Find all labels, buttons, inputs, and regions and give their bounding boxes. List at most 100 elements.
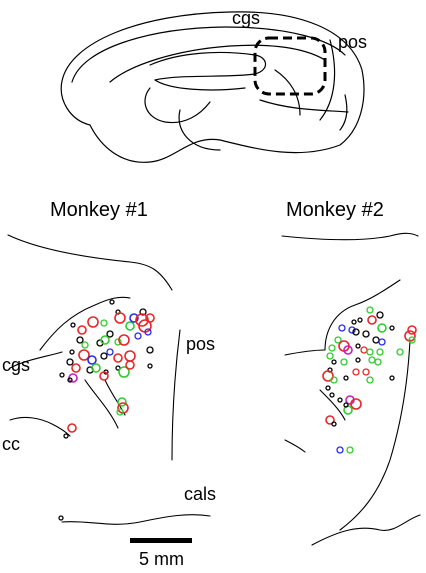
- m1-site-black: [106, 330, 114, 338]
- m2-site-green: [334, 336, 342, 344]
- m2-site-black: [389, 325, 395, 331]
- m2-site-green: [328, 344, 336, 352]
- m2-site-blue: [348, 326, 356, 334]
- m1-site-blue: [87, 355, 97, 365]
- m1-site-red: [113, 353, 123, 363]
- m1-site-red: [99, 371, 109, 381]
- m2-site-black: [329, 392, 335, 398]
- m1-site-red: [78, 349, 90, 361]
- m1-site-green: [91, 363, 101, 373]
- m1-site-black: [76, 336, 84, 344]
- m2-lower-fold: [284, 439, 306, 453]
- m1-site-red: [145, 313, 155, 323]
- brain-inner-contour: [71, 26, 346, 83]
- m2-site-red: [350, 398, 362, 410]
- m2-site-blue: [336, 446, 344, 454]
- m1-site-green: [81, 341, 89, 349]
- m2-site-black: [355, 357, 361, 363]
- m2-site-red: [367, 315, 377, 325]
- m2-site-red: [360, 346, 368, 354]
- m2-site-black: [372, 336, 380, 344]
- panel-title-monkey2: Monkey #2: [286, 199, 384, 221]
- panel-title-monkey1: Monkey #1: [50, 199, 148, 221]
- m2-right-contour: [324, 279, 401, 351]
- brain-diagram: cgs pos: [60, 8, 367, 163]
- m2-site-red: [325, 415, 335, 425]
- m2-site-black: [389, 375, 395, 381]
- m2-bottom-contour: [311, 514, 421, 546]
- m2-site-green: [377, 323, 387, 333]
- m2-site-blue: [378, 338, 386, 346]
- m2-site-black: [343, 402, 349, 408]
- m2-site-green: [376, 348, 384, 356]
- m1-site-red: [125, 360, 135, 370]
- m1-top-contour: [7, 234, 173, 291]
- scale-bar: [130, 538, 192, 543]
- m1-site-black: [59, 372, 65, 378]
- m2-site-green: [368, 356, 376, 364]
- m1-site-green: [100, 335, 110, 345]
- m1-site-blue: [106, 348, 114, 356]
- m1-site-black: [146, 346, 154, 354]
- m2-site-red: [352, 368, 360, 376]
- m2-site-red: [362, 368, 370, 376]
- brain-thalamus-contour: [144, 87, 211, 124]
- m2-site-green: [326, 352, 334, 360]
- m2-site-red: [404, 330, 416, 342]
- m1-label-cgs: cgs: [2, 355, 30, 375]
- m1-site-green: [116, 408, 124, 416]
- brain-parietal-edge: [319, 39, 336, 121]
- m2-site-green: [374, 358, 382, 366]
- m2-site-green: [340, 358, 348, 366]
- m1-pos-sulcus: [171, 329, 181, 461]
- brain-callosum-lower: [154, 79, 246, 91]
- recording-sites-monkey1: [58, 299, 155, 521]
- m1-site-black: [139, 308, 147, 316]
- m1-site-green: [114, 338, 122, 346]
- m1-site-black: [58, 515, 64, 521]
- m1-site-black: [69, 349, 75, 355]
- m1-site-green: [125, 321, 135, 331]
- recording-region-box: [253, 36, 327, 96]
- m1-site-red: [118, 334, 130, 346]
- m1-site-green: [118, 366, 130, 378]
- m1-inner-fold-1: [84, 379, 119, 429]
- m1-site-red: [77, 325, 87, 335]
- m1-site-black: [63, 433, 69, 439]
- brain-callosum-contour: [149, 51, 267, 81]
- section-monkey1: [7, 234, 211, 525]
- brain-cingulate-contour: [109, 44, 326, 83]
- m2-site-blue: [338, 324, 346, 332]
- m1-cc-contour: [9, 416, 71, 437]
- m1-site-black: [109, 299, 115, 305]
- m2-site-black: [352, 328, 360, 336]
- m1-label-cc: cc: [2, 434, 20, 454]
- m1-cals-contour: [61, 514, 211, 525]
- m2-site-magenta: [343, 345, 353, 355]
- m2-top-contour: [281, 232, 419, 241]
- section-monkey2: [281, 232, 421, 546]
- m2-site-black: [343, 375, 349, 381]
- m2-site-green: [346, 446, 354, 454]
- m1-site-red: [67, 423, 77, 433]
- m2-site-black: [325, 385, 331, 391]
- m1-site-blue: [134, 332, 142, 340]
- m2-inner-fold: [319, 389, 346, 421]
- m2-site-red: [322, 370, 334, 382]
- m2-site-black: [357, 317, 363, 323]
- m2-site-black: [351, 319, 357, 325]
- m2-site-black: [376, 311, 384, 319]
- m1-site-black: [147, 363, 153, 369]
- m1-site-black: [100, 352, 108, 360]
- brain-calcarine-sulcus: [259, 99, 349, 113]
- m1-site-blue: [129, 313, 139, 323]
- m2-site-black: [362, 330, 370, 338]
- brain-occipital-fold: [339, 94, 348, 131]
- m1-site-black: [70, 322, 76, 328]
- recording-sites-monkey2: [322, 306, 417, 454]
- m1-site-black: [66, 358, 74, 366]
- m2-site-black: [331, 421, 337, 427]
- m1-site-green: [117, 397, 127, 407]
- m1-cgs-lower: [9, 351, 63, 369]
